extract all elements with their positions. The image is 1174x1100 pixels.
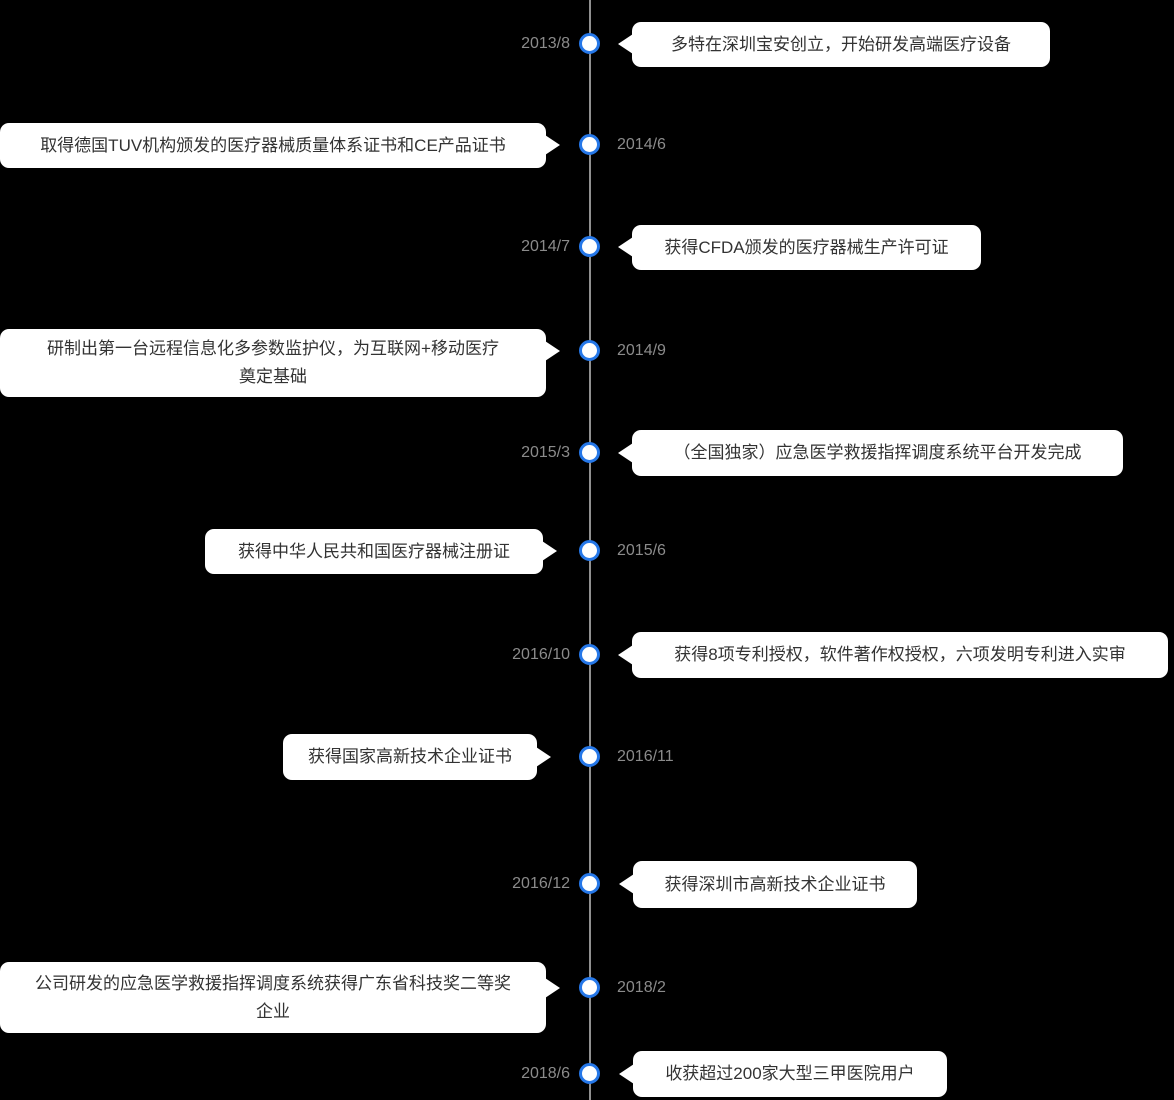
timeline-dot [579, 977, 600, 998]
event-text: 取得德国TUV机构颁发的医疗器械质量体系证书和CE产品证书 [40, 135, 506, 155]
timeline-dot [579, 540, 600, 561]
event-date: 2018/2 [617, 979, 666, 996]
event-card: 收获超过200家大型三甲医院用户 [619, 1051, 947, 1097]
event-card: 获得CFDA颁发的医疗器械生产许可证 [618, 225, 981, 270]
event-date: 2016/11 [617, 748, 674, 765]
card-pointer-icon [618, 645, 633, 665]
event-card: 获得深圳市高新技术企业证书 [619, 861, 917, 908]
event-date: 2013/8 [521, 35, 570, 52]
card-pointer-icon [619, 874, 634, 894]
event-date: 2015/3 [521, 444, 570, 461]
card-pointer-icon [545, 135, 560, 155]
event-card: 获得8项专利授权，软件著作权授权，六项发明专利进入实审 [618, 632, 1168, 678]
event-date: 2016/12 [512, 875, 570, 892]
timeline-dot [579, 340, 600, 361]
event-card: 公司研发的应急医学救援指挥调度系统获得广东省科技奖二等奖 企业 [0, 962, 560, 1033]
event-date: 2018/6 [521, 1065, 570, 1082]
event-date: 2016/10 [512, 646, 570, 663]
event-card: （全国独家）应急医学救援指挥调度系统平台开发完成 [618, 430, 1123, 476]
event-text: 公司研发的应急医学救援指挥调度系统获得广东省科技奖二等奖 企业 [35, 973, 511, 1021]
event-card: 获得国家高新技术企业证书 [283, 734, 551, 780]
event-card: 研制出第一台远程信息化多参数监护仪，为互联网+移动医疗 奠定基础 [0, 329, 560, 397]
event-text: （全国独家）应急医学救援指挥调度系统平台开发完成 [673, 443, 1082, 462]
timeline-dot [579, 236, 600, 257]
timeline-dot [579, 873, 600, 894]
event-card: 获得中华人民共和国医疗器械注册证 [205, 529, 557, 574]
timeline-dot [579, 33, 600, 54]
timeline-dot [579, 134, 600, 155]
event-date: 2014/6 [617, 136, 666, 153]
event-date: 2014/9 [617, 342, 666, 359]
card-pointer-icon [545, 978, 560, 998]
event-text: 获得中华人民共和国医疗器械注册证 [238, 541, 510, 561]
timeline-dot [579, 1063, 600, 1084]
event-text: 获得8项专利授权，软件著作权授权，六项发明专利进入实审 [674, 645, 1126, 664]
event-text: 多特在深圳宝安创立，开始研发高端医疗设备 [671, 34, 1011, 54]
timeline-dot [579, 644, 600, 665]
card-pointer-icon [542, 541, 557, 561]
event-text: 收获超过200家大型三甲医院用户 [665, 1064, 915, 1083]
card-pointer-icon [536, 747, 551, 767]
event-date: 2014/7 [521, 238, 570, 255]
event-date: 2015/6 [617, 542, 666, 559]
card-pointer-icon [619, 1064, 634, 1084]
card-pointer-icon [545, 341, 560, 361]
timeline-dot [579, 442, 600, 463]
timeline-dot [579, 746, 600, 767]
event-text: 获得国家高新技术企业证书 [308, 747, 512, 766]
event-text: 获得深圳市高新技术企业证书 [664, 874, 886, 894]
card-pointer-icon [618, 443, 633, 463]
event-card: 多特在深圳宝安创立，开始研发高端医疗设备 [618, 22, 1050, 67]
card-pointer-icon [618, 34, 633, 54]
event-card: 取得德国TUV机构颁发的医疗器械质量体系证书和CE产品证书 [0, 123, 560, 168]
card-pointer-icon [618, 237, 633, 257]
event-text: 获得CFDA颁发的医疗器械生产许可证 [664, 237, 949, 257]
event-text: 研制出第一台远程信息化多参数监护仪，为互联网+移动医疗 奠定基础 [47, 339, 499, 386]
